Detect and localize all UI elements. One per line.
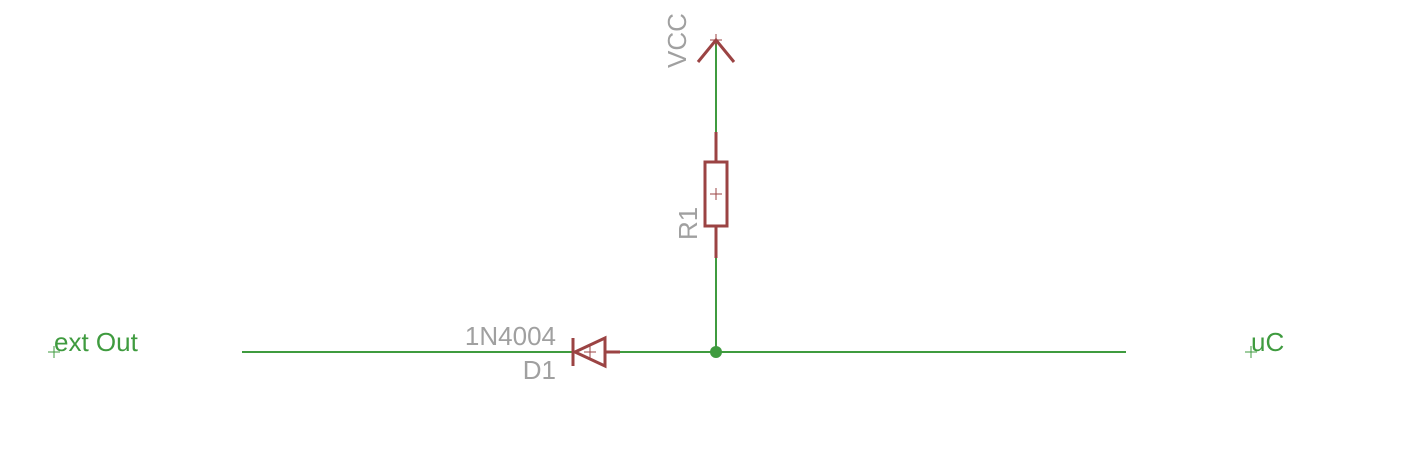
resistor-r1 — [703, 132, 729, 258]
diode-value-label: 1N4004 — [465, 321, 556, 351]
uc-origin-marker — [1245, 346, 1257, 358]
diode-d1 — [571, 335, 620, 369]
uc-label: uC — [1251, 327, 1284, 357]
ext-out-origin-marker — [48, 346, 60, 358]
ext-out-label: ext Out — [54, 327, 139, 357]
junction-dot — [710, 346, 722, 358]
vcc-label: VCC — [662, 13, 692, 68]
diode-name-label: D1 — [523, 355, 556, 385]
resistor-name-label: R1 — [673, 207, 703, 240]
wires — [242, 40, 1126, 353]
vcc-symbol — [696, 34, 736, 63]
